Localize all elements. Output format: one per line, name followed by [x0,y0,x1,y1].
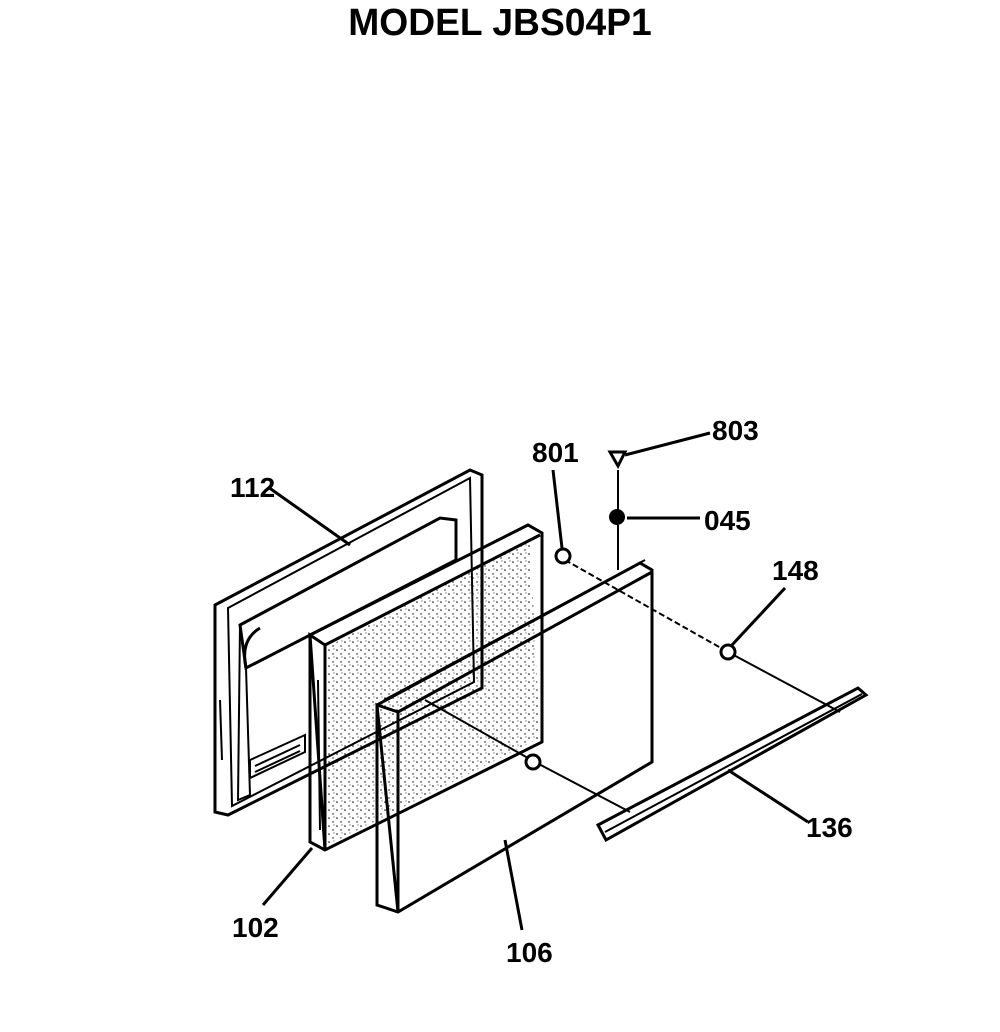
label-136: 136 [806,812,853,843]
page-title: MODEL JBS04P1 [348,2,652,44]
label-112: 112 [230,472,275,503]
screw-801-icon [554,547,572,565]
screw-148-icon [719,643,737,661]
fasteners [524,450,737,771]
outer-door-panel-part [375,559,654,914]
callout-leaders [261,431,809,931]
trim-strip-part [595,686,869,843]
screw-front-icon [524,753,542,771]
screw-803-icon [607,450,628,470]
assembly-leader-lines [424,470,841,813]
label-148: 148 [772,555,819,586]
label-045: 045 [704,505,751,536]
label-102: 102 [232,912,279,943]
label-801: 801 [532,437,579,468]
label-106: 106 [506,937,553,968]
label-803: 803 [712,415,759,446]
washer-045-icon [609,509,625,525]
